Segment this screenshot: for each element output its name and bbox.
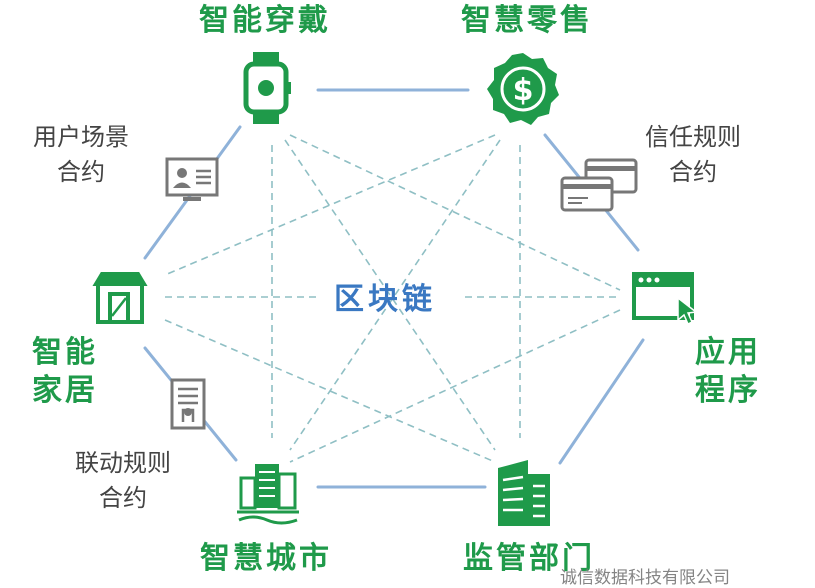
blockchain-center-label: 区块链 xyxy=(334,282,436,317)
home-label-line2: 家居 xyxy=(32,372,98,408)
regulator-label: 监管部门 xyxy=(463,541,595,576)
user-scene-contract-label: 用户场景 合约 xyxy=(33,120,129,190)
app-label: 应用 程序 xyxy=(695,334,761,409)
cards-icon xyxy=(560,158,638,212)
house-icon xyxy=(92,272,148,324)
home-label: 智能 家居 xyxy=(32,334,98,409)
city-label: 智慧城市 xyxy=(200,541,332,576)
user-scene-contract-line1: 用户场景 xyxy=(33,123,129,151)
certificate-icon xyxy=(170,378,206,430)
mesh-retail-city xyxy=(289,139,501,451)
smartwatch-icon xyxy=(243,52,291,124)
office-building-icon xyxy=(498,460,550,526)
browser-window-icon xyxy=(632,272,698,326)
trust-rule-contract-label: 信任规则 合约 xyxy=(645,120,741,190)
svg-text:$: $ xyxy=(513,73,534,108)
home-label-line1: 智能 xyxy=(32,335,98,370)
user-scene-contract-line2: 合约 xyxy=(57,157,105,186)
app-label-line2: 程序 xyxy=(695,372,761,408)
trust-rule-contract-line2: 合约 xyxy=(669,157,717,186)
id-card-icon xyxy=(165,157,219,201)
mesh-app-city xyxy=(289,309,621,463)
linkage-rule-contract-label: 联动规则 合约 xyxy=(75,446,171,516)
mesh-wearable-regulator xyxy=(284,139,496,451)
mesh-retail-home xyxy=(164,134,496,276)
linkage-rule-contract-line2: 合约 xyxy=(99,483,147,512)
watermark-text: 诚信数据科技有限公司 xyxy=(560,568,730,588)
trust-rule-contract-line1: 信任规则 xyxy=(645,123,741,151)
mesh-wearable-app xyxy=(289,134,621,291)
retail-label: 智慧零售 xyxy=(461,3,593,38)
edge-app-regulator xyxy=(558,338,645,465)
city-skyline-icon xyxy=(237,464,299,525)
dollar-badge-icon: $ xyxy=(487,53,559,125)
wearable-label: 智能穿戴 xyxy=(199,3,331,38)
app-label-line1: 应用 xyxy=(695,335,761,370)
linkage-rule-contract-line1: 联动规则 xyxy=(75,449,171,477)
mesh-edges xyxy=(164,134,621,463)
